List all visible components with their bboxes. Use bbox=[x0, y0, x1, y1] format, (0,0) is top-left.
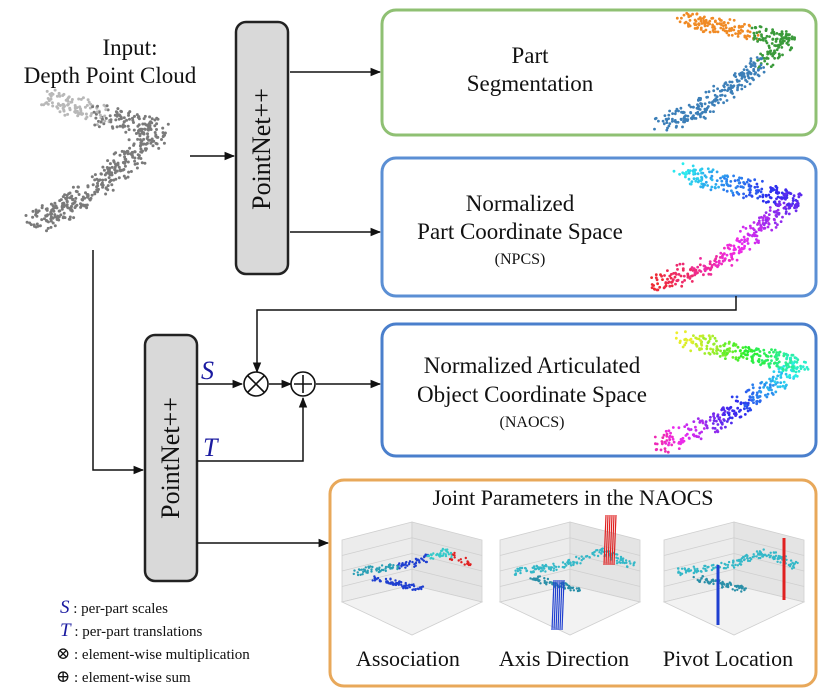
pointnet-top-box bbox=[234, 20, 290, 276]
pivot-location-plot bbox=[662, 521, 806, 636]
connectors bbox=[92, 67, 737, 548]
legend-scale-symbol: S bbox=[60, 597, 70, 618]
legend-multiply-symbol: ⊗ bbox=[56, 644, 71, 663]
joint-parameters-title: Joint Parameters in the NAOCS bbox=[432, 485, 714, 510]
legend-translation-text: : per-part translations bbox=[74, 624, 203, 640]
npcs-box bbox=[380, 156, 818, 298]
segmentation-point-cloud bbox=[653, 11, 796, 132]
npcs-title-line1: Normalized bbox=[465, 191, 575, 216]
naocs-box bbox=[380, 322, 818, 458]
legend-sum-symbol: ⊕ bbox=[56, 667, 71, 686]
scale-label: S bbox=[201, 356, 214, 385]
association-plot bbox=[340, 521, 484, 636]
pointnet-top-label: PointNet++ bbox=[247, 88, 276, 210]
input-point-cloud bbox=[24, 88, 170, 233]
panel-label-axis-direction: Axis Direction bbox=[498, 646, 630, 671]
arrow-translation-to-sum bbox=[197, 396, 308, 462]
input-label-line2: Depth Point Cloud bbox=[23, 63, 197, 88]
legend-translation: T : per-part translations bbox=[60, 620, 203, 641]
panel-label-association: Association bbox=[356, 646, 460, 671]
naocs-abbr: (NAOCS) bbox=[499, 414, 565, 431]
segmentation-title-line1: Part bbox=[511, 43, 549, 68]
legend-multiply-text: : element-wise multiplication bbox=[74, 647, 250, 663]
legend-sum-text: : element-wise sum bbox=[74, 670, 191, 686]
naocs-point-cloud bbox=[653, 330, 810, 454]
axis-direction-plot bbox=[498, 514, 642, 636]
pointnet-bottom-label: PointNet++ bbox=[156, 397, 185, 519]
npcs-title-line2: Part Coordinate Space bbox=[417, 219, 623, 244]
legend-multiply: ⊗ : element-wise multiplication bbox=[56, 645, 250, 664]
npcs-abbr: (NPCS) bbox=[494, 251, 546, 268]
npcs-point-cloud bbox=[650, 162, 803, 292]
translation-label: T bbox=[203, 433, 218, 462]
input-label-line1: Input: bbox=[102, 35, 158, 60]
naocs-title-line2: Object Coordinate Space bbox=[417, 382, 647, 407]
naocs-title-line1: Normalized Articulated bbox=[423, 353, 641, 378]
segmentation-box bbox=[380, 8, 818, 137]
sum-operator bbox=[290, 371, 316, 397]
arrow-input-to-pointnet-bottom bbox=[92, 250, 145, 475]
pointnet-bottom-box bbox=[143, 333, 199, 583]
legend-scale: S : per-part scales bbox=[60, 597, 168, 618]
legend-sum: ⊕ : element-wise sum bbox=[56, 668, 191, 687]
multiply-operator bbox=[243, 371, 269, 397]
arrow-npcs-to-multiply bbox=[252, 296, 737, 374]
panel-label-pivot-location: Pivot Location bbox=[662, 646, 794, 671]
segmentation-title-line2: Segmentation bbox=[466, 71, 594, 96]
legend-scale-text: : per-part scales bbox=[73, 601, 168, 617]
legend-translation-symbol: T bbox=[60, 620, 71, 641]
